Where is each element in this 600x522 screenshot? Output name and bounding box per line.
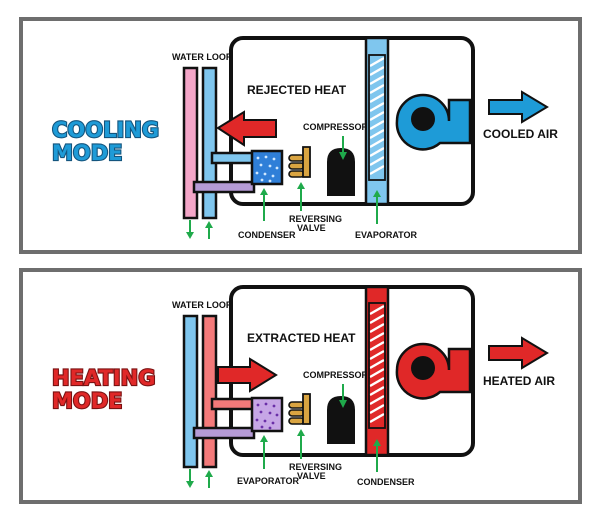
air-flow-arrow-icon — [488, 90, 549, 124]
mode-title-line2: MODE — [52, 389, 123, 413]
air-label: HEATED AIR — [483, 374, 555, 388]
reversing-valve-icon — [288, 393, 311, 425]
evaporator-coil-icon — [250, 396, 284, 433]
water-loop-label: WATER LOOP — [172, 300, 232, 310]
evaporator-pointer — [373, 190, 381, 224]
extracted-heat-arrow-icon — [217, 357, 278, 393]
mode-title-line1: COOLING — [52, 118, 159, 142]
evaporator-coil-icon — [364, 36, 390, 206]
water-pipe-cool — [201, 66, 218, 220]
heating-mode-panel: HEATING MODE WATER LOOP EXTRACTED HEAT E… — [0, 261, 600, 522]
condenser-pointer — [260, 188, 268, 221]
loop-pipe-lower — [192, 180, 256, 194]
left-coil-label: EVAPORATOR — [237, 476, 300, 486]
condenser-pointer — [373, 439, 381, 472]
loop-pipe-lower — [192, 426, 256, 440]
mode-title-line1: HEATING — [52, 366, 156, 390]
reversing-label-line2: VALVE — [297, 471, 326, 481]
cooling-mode-panel: COOLING MODE WATER LOOP REJECTED HEAT CO… — [19, 17, 582, 254]
reversing-valve-icon — [288, 146, 311, 178]
loop-in-arrow — [205, 221, 213, 239]
rejected-heat-arrow-icon — [216, 110, 277, 147]
loop-pipe-upper — [210, 151, 256, 165]
compressor-label: COMPRESSOR — [303, 370, 369, 380]
compressor-label: COMPRESSOR — [303, 122, 369, 132]
condenser-coil-icon — [250, 149, 284, 186]
heat-label: REJECTED HEAT — [247, 83, 347, 97]
compressor-icon — [327, 136, 355, 196]
reversing-label-line1: REVERSING — [289, 214, 342, 224]
reversing-label-line1: REVERSING — [289, 462, 342, 472]
air-label: COOLED AIR — [483, 127, 558, 141]
blower-fan-icon — [395, 93, 472, 151]
reversing-valve-pointer — [297, 429, 305, 459]
loop-out-arrow — [186, 220, 194, 239]
loop-pipe-upper — [210, 397, 256, 411]
loop-in-arrow — [205, 470, 213, 488]
evaporator-pointer — [260, 435, 268, 469]
mode-title-line2: MODE — [52, 141, 123, 165]
water-pipe-cool — [182, 314, 199, 469]
heat-label: EXTRACTED HEAT — [247, 331, 356, 345]
reversing-valve-pointer — [297, 182, 305, 211]
compressor-icon — [327, 384, 355, 444]
blower-fan-icon — [395, 342, 472, 400]
air-flow-arrow-icon — [488, 336, 549, 370]
water-pipe-hot — [182, 66, 199, 220]
water-pipe-hot — [201, 314, 218, 469]
loop-out-arrow — [186, 469, 194, 488]
reversing-label-line2: VALVE — [297, 223, 326, 233]
condenser-coil-icon — [364, 285, 390, 457]
water-loop-label: WATER LOOP — [172, 52, 232, 62]
right-coil-label: EVAPORATOR — [355, 230, 418, 240]
left-coil-label: CONDENSER — [238, 230, 296, 240]
right-coil-label: CONDENSER — [357, 477, 415, 487]
